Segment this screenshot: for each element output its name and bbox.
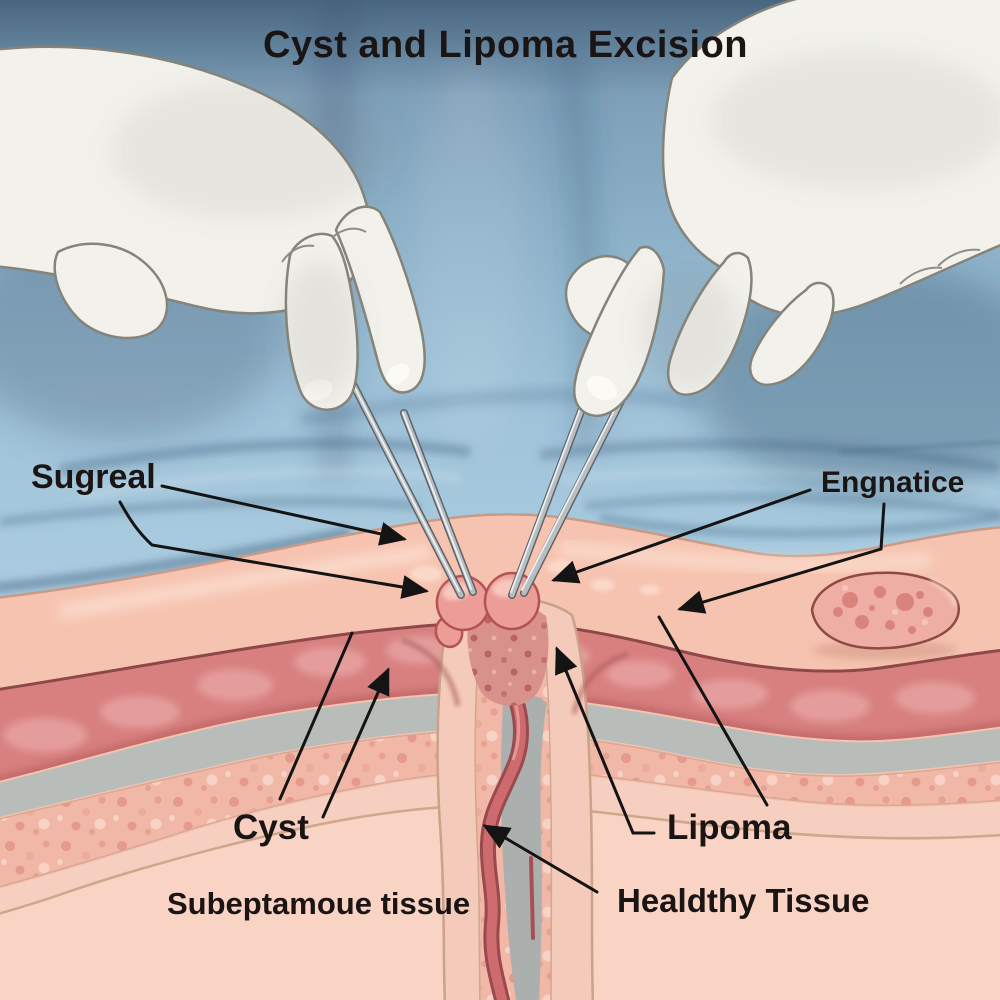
hand-shadow <box>695 265 1000 495</box>
leader-cyst-1 <box>278 631 354 801</box>
leader-lipoma-2 <box>657 615 769 807</box>
leader-engnatice-2 <box>677 502 886 614</box>
leader-engnatice-1 <box>551 488 812 584</box>
left-gloved-hand <box>0 45 426 411</box>
leader-healthy <box>482 824 599 894</box>
leader-sugreal-2 <box>118 500 429 599</box>
lipoma-bump <box>810 571 960 660</box>
lipoma-spots <box>833 585 933 634</box>
page-title: Cyst and Lipoma Excision <box>263 24 748 66</box>
left-thumb <box>53 242 169 340</box>
fat-layer <box>0 729 1000 888</box>
label-subcutaneous-tissue: Subeptamoue tissue <box>167 886 471 921</box>
leader-cyst-2 <box>321 667 390 819</box>
label-cyst: Cyst <box>233 808 309 847</box>
leader-lines <box>118 484 886 894</box>
vessel-thin <box>529 856 535 940</box>
label-healthy-tissue: Healdthy Tissue <box>617 882 870 919</box>
leader-lipoma-1 <box>555 646 656 835</box>
forceps-right <box>508 397 625 599</box>
label-sugreal: Sugreal <box>31 458 156 496</box>
leader-sugreal-1 <box>160 484 407 546</box>
fascia-layer <box>0 694 1000 817</box>
right-gloved-hand <box>564 0 1000 417</box>
incision-tissue <box>467 601 549 706</box>
right-index-finger <box>573 245 666 417</box>
deep-band <box>0 773 1000 915</box>
right-ring-finger <box>749 281 835 387</box>
label-lipoma: Lipoma <box>667 808 792 847</box>
label-engnatice: Engnatice <box>821 466 965 499</box>
left-index-finger <box>334 205 426 394</box>
